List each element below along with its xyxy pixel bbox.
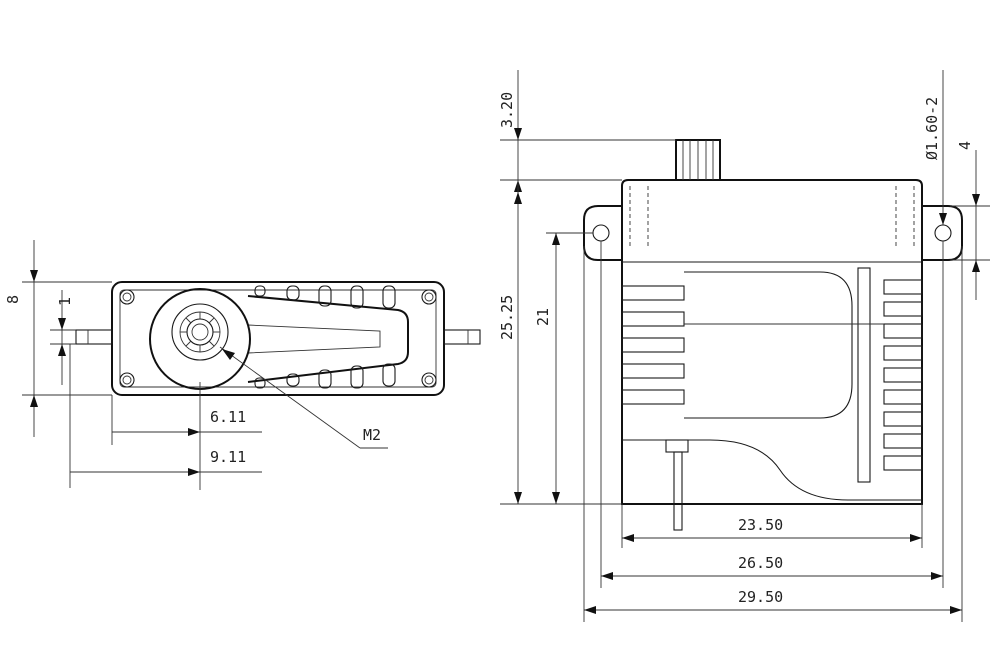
dim-25-25-label: 25.25 bbox=[498, 295, 516, 340]
corner-screws bbox=[119, 289, 437, 388]
output-spline-side bbox=[675, 139, 721, 181]
m2-label: M2 bbox=[363, 426, 381, 444]
dim-26-50-label: 26.50 bbox=[738, 554, 783, 572]
dim-1-label: 1 bbox=[56, 297, 74, 306]
right-mount-flange bbox=[922, 205, 963, 261]
dim-3-20-label: 3.20 bbox=[498, 92, 516, 128]
dim-6-11-label: 6.11 bbox=[210, 408, 246, 426]
dim-hole-label: Ø1.60-2 bbox=[923, 97, 941, 160]
right-mount-hole bbox=[934, 224, 952, 242]
cable-exit-curve bbox=[622, 439, 922, 501]
servo-horn-arm bbox=[247, 295, 409, 383]
right-mount-tab bbox=[443, 329, 481, 345]
side-view-case bbox=[621, 179, 923, 505]
side-vents-left bbox=[621, 285, 685, 405]
side-vents-right bbox=[883, 279, 923, 471]
horn-arm-inner bbox=[247, 324, 381, 354]
cable-lead bbox=[673, 451, 683, 531]
dim-21-label: 21 bbox=[534, 308, 552, 326]
label-panel bbox=[684, 271, 853, 419]
output-spline-ring bbox=[171, 303, 229, 361]
dim-8-label: 8 bbox=[4, 295, 22, 304]
spline-teeth bbox=[180, 312, 220, 352]
side-rib bbox=[857, 267, 871, 483]
dim-9-11-label: 9.11 bbox=[210, 448, 246, 466]
top-cooling-slots bbox=[254, 285, 396, 389]
top-view-inner-outline bbox=[119, 289, 437, 388]
servo-side-view: 3.20 25.25 21 Ø1.60-2 4 23.50 bbox=[498, 70, 990, 622]
dim-29-50-label: 29.50 bbox=[738, 588, 783, 606]
m2-leader-line bbox=[219, 346, 361, 449]
servo-top-view: 8 1 6.11 9.11 M2 bbox=[4, 240, 481, 490]
dim-23-50-label: 23.50 bbox=[738, 516, 783, 534]
left-mount-hole bbox=[592, 224, 610, 242]
left-mount-tab bbox=[75, 329, 113, 345]
dim-4-label: 4 bbox=[956, 141, 974, 150]
